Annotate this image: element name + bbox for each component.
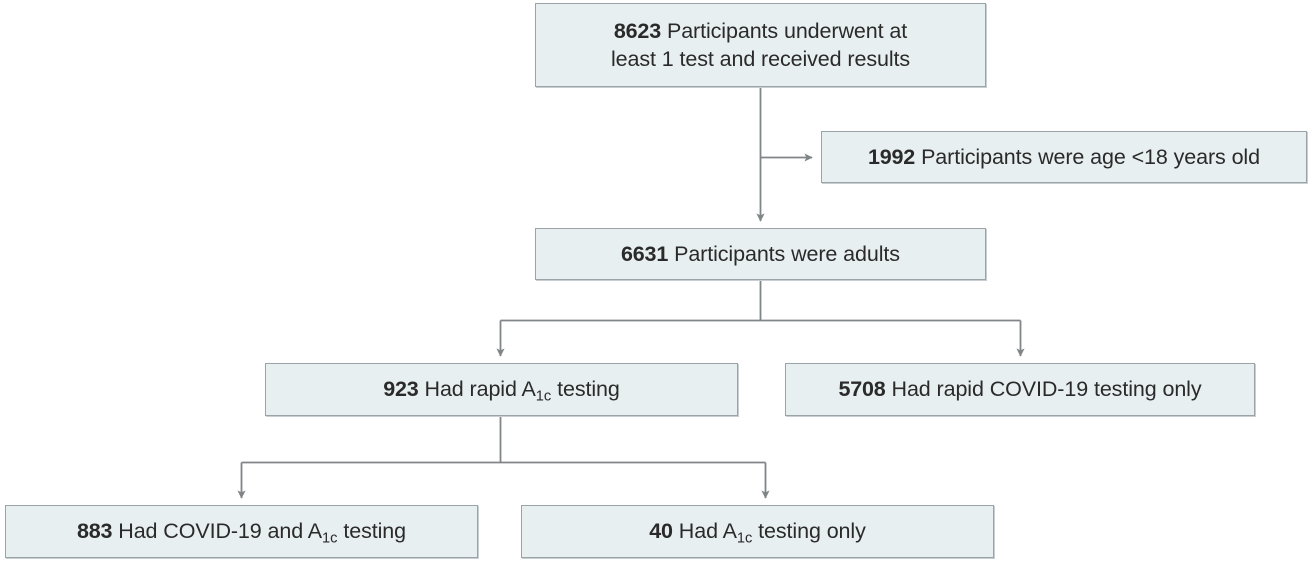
node-a1c-only-label-after: testing only <box>752 519 866 544</box>
node-a1c-label-before: Had rapid A <box>424 377 536 402</box>
node-adults-count: 6631 <box>621 241 669 266</box>
node-covid-only-count: 5708 <box>838 377 886 402</box>
node-both-label-after: testing <box>337 519 406 544</box>
node-excluded-label: Participants were age <18 years old <box>921 144 1260 169</box>
node-total-label-line2: least 1 test and received results <box>610 47 911 71</box>
node-both-label-subscript: 1c <box>322 530 338 547</box>
node-a1c-only-count: 40 <box>649 519 673 544</box>
node-a1c-only-label-before: Had A <box>678 519 737 544</box>
node-adults-label: Participants were adults <box>674 241 900 266</box>
node-a1c-label-after: testing <box>551 377 620 402</box>
node-a1c-count: 923 <box>383 377 419 402</box>
node-both-count: 883 <box>76 519 113 544</box>
node-a1c-only-label-subscript: 1c <box>736 530 753 547</box>
node-total-label-line1: Participants underwent at <box>666 18 908 43</box>
node-covid-only-label: Had rapid COVID-19 testing only <box>891 377 1202 402</box>
node-both-label-before: Had COVID-19 and A <box>118 519 323 544</box>
node-total-count: 8623 <box>613 18 661 43</box>
node-excluded-count: 1992 <box>868 144 916 169</box>
node-a1c-label-subscript: 1c <box>535 388 552 405</box>
